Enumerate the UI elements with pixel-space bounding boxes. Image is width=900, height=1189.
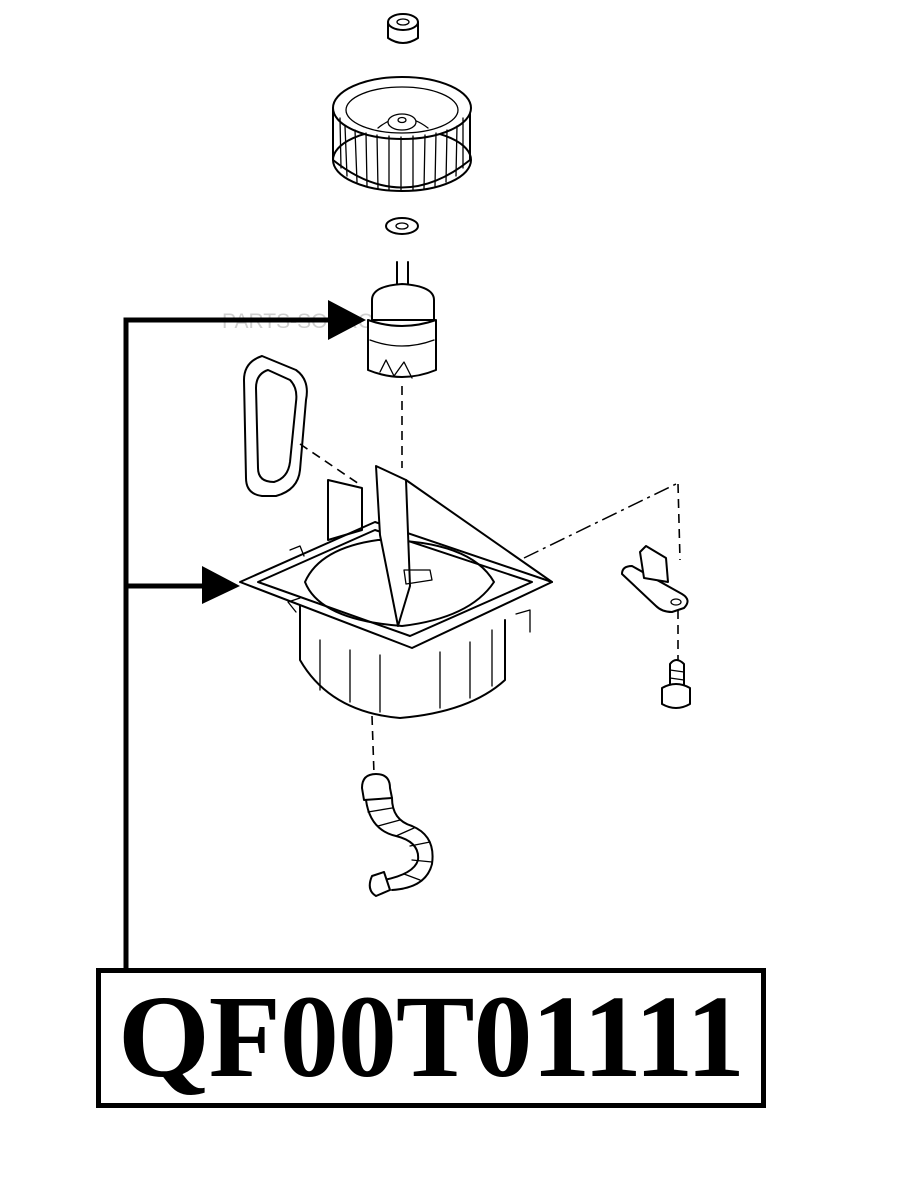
gasket-seal-part — [243, 355, 308, 497]
blower-motor-part — [367, 261, 437, 379]
leader-lines — [123, 317, 336, 968]
motor-arrow-icon — [328, 300, 366, 340]
nut-part — [387, 13, 419, 44]
drain-hose-part — [361, 773, 434, 897]
part-number-box: QF00T01111 — [96, 968, 766, 1108]
blower-fan-wheel-part — [332, 76, 472, 192]
bracket-part — [621, 545, 689, 613]
blower-housing-part — [239, 465, 553, 719]
screw-part — [661, 659, 691, 709]
housing-arrow-icon — [202, 566, 240, 604]
part-number: QF00T01111 — [117, 971, 745, 1102]
washer-part — [385, 217, 419, 235]
assembly-guide-lines — [299, 386, 681, 775]
